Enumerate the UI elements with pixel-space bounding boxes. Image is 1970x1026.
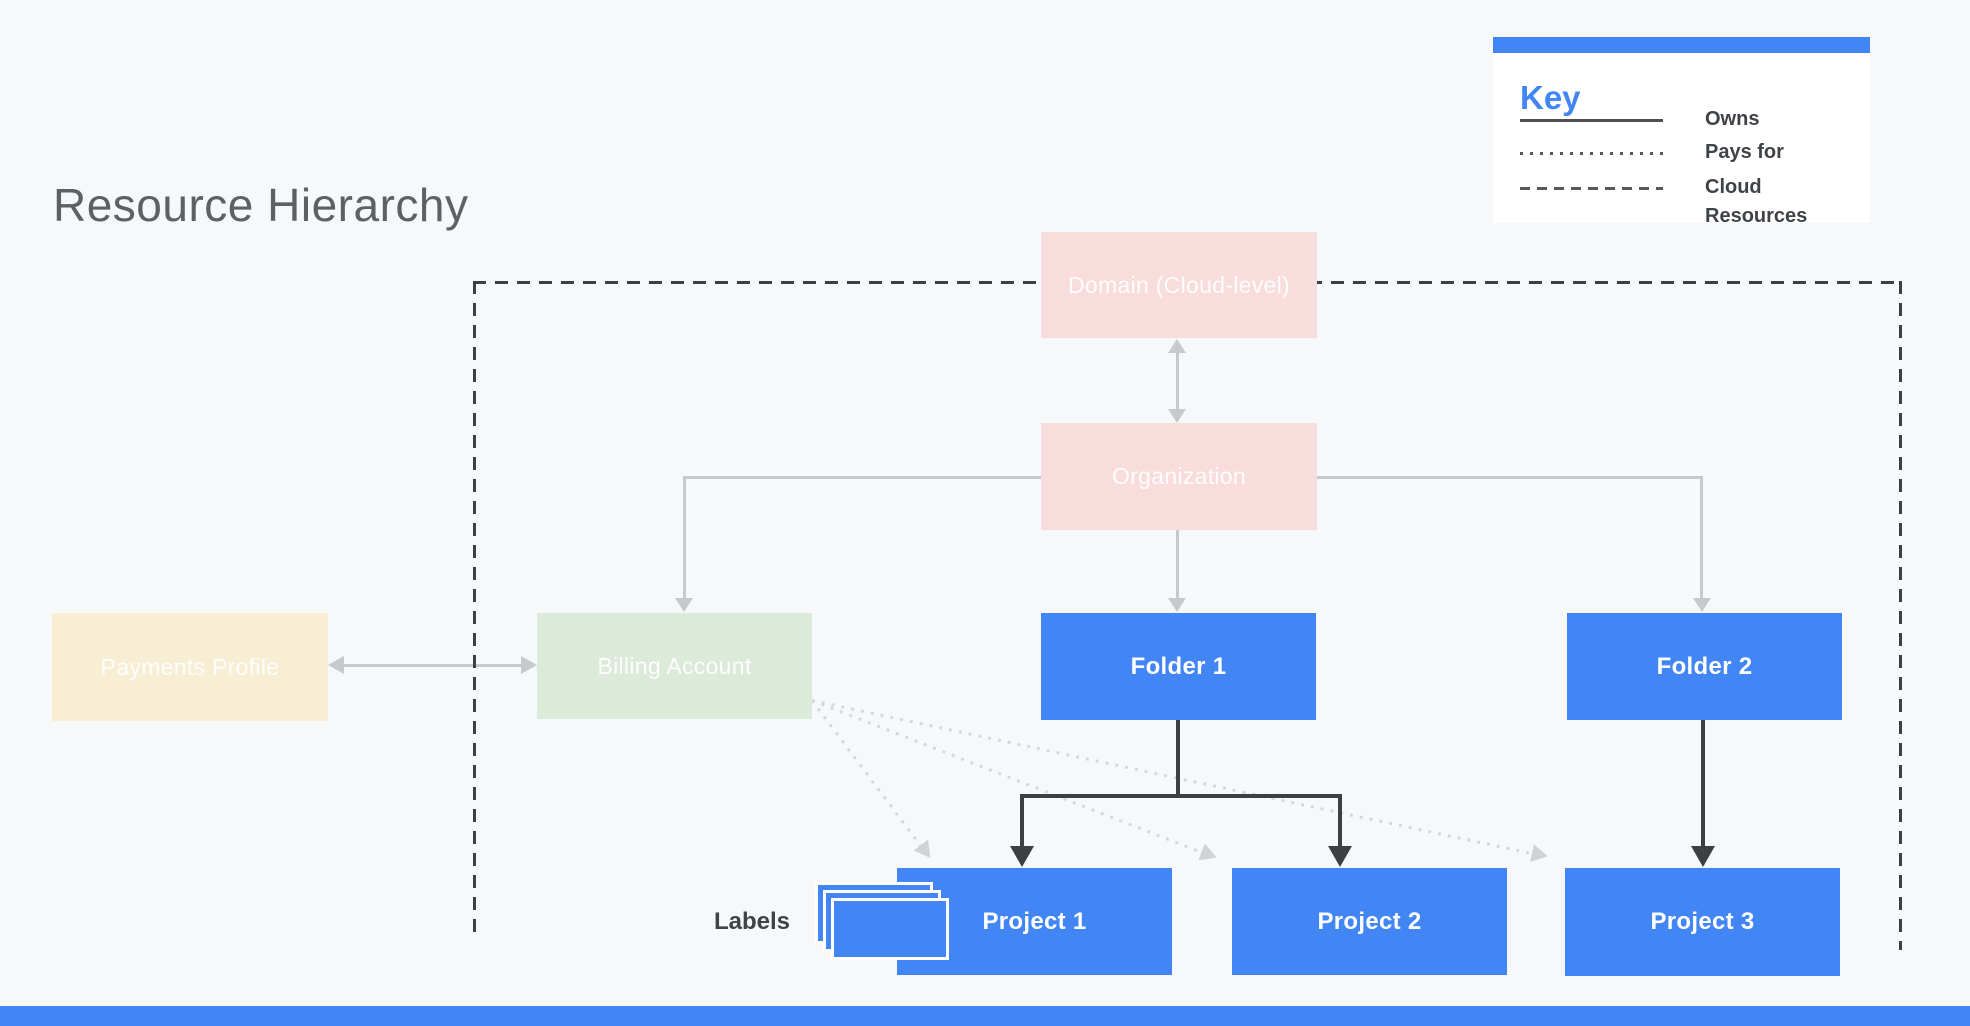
legend-owns-line-solid (1520, 119, 1663, 122)
legend-title: Key (1520, 79, 1581, 116)
legend-paysfor-label: Pays for (1705, 141, 1784, 163)
node-organization: Organization (1041, 423, 1317, 530)
node-domain: Domain (Cloud-level) (1041, 232, 1317, 338)
node-folder-2: Folder 2 (1567, 613, 1842, 720)
node-payments-profile-label: Payments Profile (100, 653, 280, 680)
arrowhead-down-icon (1693, 598, 1711, 612)
cloud-boundary-left (473, 281, 476, 937)
arrowhead-down-icon (1691, 846, 1715, 867)
node-project-1-label: Project 1 (982, 907, 1087, 935)
node-billing-account-label: Billing Account (597, 652, 752, 679)
node-payments-profile: Payments Profile (52, 613, 328, 721)
arrowhead-down-icon (1168, 598, 1186, 612)
node-project-3: Project 3 (1565, 868, 1840, 976)
cloud-boundary-right (1899, 281, 1902, 950)
node-billing-account: Billing Account (537, 613, 812, 719)
arrowhead-down-icon (1328, 846, 1352, 867)
labels-tags-icon (815, 882, 965, 978)
node-organization-label: Organization (1111, 463, 1246, 489)
node-project-2-label: Project 2 (1317, 907, 1422, 935)
node-project-2: Project 2 (1232, 868, 1507, 975)
labels-caption: Labels (713, 908, 790, 935)
bottom-accent-bar (0, 1006, 1970, 1026)
legend-cloudresources-line-dashed (1520, 187, 1663, 190)
arrowhead-down-icon (1168, 409, 1186, 423)
node-project-3-label: Project 3 (1650, 908, 1755, 935)
legend-cloudresources-label: Cloud Resources (1705, 176, 1808, 227)
node-folder-1-label: Folder 1 (1130, 652, 1227, 680)
node-folder-2-label: Folder 2 (1656, 652, 1753, 680)
legend: Key Owns Pays for Cloud Resources (1493, 37, 1870, 227)
arrowhead-up-icon (1168, 339, 1186, 353)
node-folder-1: Folder 1 (1041, 613, 1316, 720)
arrowhead-right-icon (521, 656, 537, 674)
legend-paysfor-line-dotted (1520, 152, 1663, 155)
page-title: Resource Hierarchy (53, 179, 469, 231)
legend-owns-label: Owns (1705, 108, 1760, 130)
arrowhead-down-icon (675, 598, 693, 612)
connector-billing-project3-dotted (811, 699, 1533, 855)
node-domain-label: Domain (Cloud-level) (1067, 271, 1291, 298)
arrowhead-down-icon (1010, 846, 1034, 867)
label-tag-front (831, 898, 949, 960)
arrowhead-left-icon (328, 656, 344, 674)
legend-accent-bar (1493, 37, 1870, 53)
